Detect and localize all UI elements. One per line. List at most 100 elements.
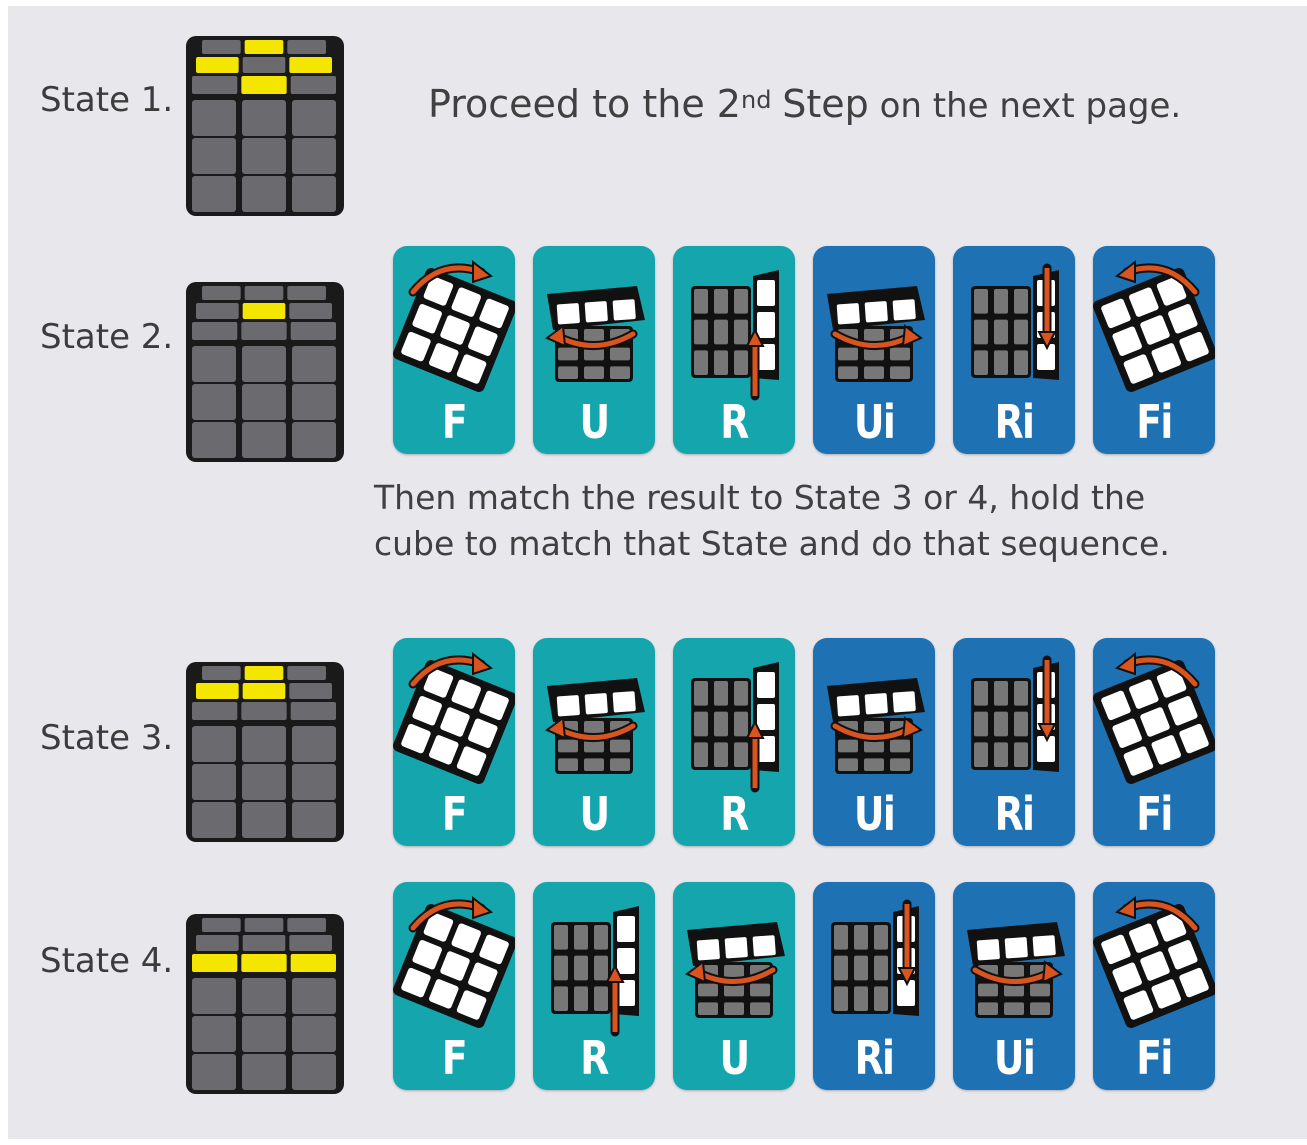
gray-sticker bbox=[202, 666, 241, 680]
yellow-sticker bbox=[291, 954, 336, 972]
front-turn-inverse-icon bbox=[1093, 262, 1215, 394]
move-label: Fi bbox=[1104, 784, 1204, 844]
gray-sticker bbox=[292, 1016, 336, 1052]
cube-diagram bbox=[178, 30, 350, 222]
cube-guide-panel: Proceed to the 2nd Step on the next page… bbox=[8, 6, 1307, 1139]
top-turn-right-icon bbox=[827, 678, 925, 774]
state-3-cube bbox=[178, 656, 350, 852]
front-turn-icon bbox=[393, 654, 515, 786]
right-turn-down-icon bbox=[971, 268, 1059, 380]
gray-sticker bbox=[242, 764, 286, 800]
gray-sticker bbox=[242, 802, 286, 838]
gray-sticker bbox=[192, 1016, 236, 1052]
header-ordinal: nd bbox=[741, 86, 771, 114]
gray-sticker bbox=[192, 802, 236, 838]
gray-sticker bbox=[202, 286, 241, 300]
move-label: Ui bbox=[824, 392, 924, 452]
right-turn-up-icon bbox=[551, 906, 639, 1032]
move-label: R bbox=[544, 1028, 644, 1088]
gray-sticker bbox=[245, 286, 284, 300]
gray-sticker bbox=[192, 76, 237, 94]
gray-sticker bbox=[292, 726, 336, 762]
gray-sticker bbox=[292, 764, 336, 800]
top-turn-left-icon bbox=[687, 922, 785, 1018]
header-instruction: Proceed to the 2nd Step on the next page… bbox=[428, 82, 1181, 128]
front-turn-icon bbox=[393, 898, 515, 1030]
move-label: F bbox=[404, 1028, 504, 1088]
gray-sticker bbox=[292, 802, 336, 838]
gray-sticker bbox=[242, 346, 286, 382]
gray-sticker bbox=[196, 303, 239, 319]
gray-sticker bbox=[192, 422, 236, 458]
top-turn-left-icon bbox=[547, 678, 645, 774]
move-tile-ui: Ui bbox=[953, 882, 1075, 1090]
move-tile-u: U bbox=[533, 246, 655, 454]
move-tile-u: U bbox=[673, 882, 795, 1090]
cube-diagram bbox=[178, 908, 350, 1100]
move-tile-f: F bbox=[393, 882, 515, 1090]
move-tile-ri: Ri bbox=[953, 246, 1075, 454]
gray-sticker bbox=[192, 100, 236, 136]
header-text-after: on the next page. bbox=[880, 86, 1182, 126]
right-turn-up-icon bbox=[691, 662, 779, 788]
gray-sticker bbox=[242, 978, 286, 1014]
state-1-label: State 1. bbox=[40, 80, 180, 120]
move-tile-r: R bbox=[533, 882, 655, 1090]
move-label: U bbox=[684, 1028, 784, 1088]
gray-sticker bbox=[242, 100, 286, 136]
top-turn-right-icon bbox=[827, 286, 925, 382]
state-2-cube bbox=[178, 276, 350, 472]
gray-sticker bbox=[241, 702, 286, 720]
gray-sticker bbox=[292, 1054, 336, 1090]
gray-sticker bbox=[292, 978, 336, 1014]
right-turn-up-icon bbox=[691, 270, 779, 396]
gray-sticker bbox=[242, 422, 286, 458]
move-tile-ri: Ri bbox=[953, 638, 1075, 846]
move-label: Ui bbox=[964, 1028, 1064, 1088]
gray-sticker bbox=[292, 138, 336, 174]
move-tile-fi: Fi bbox=[1093, 882, 1215, 1090]
gray-sticker bbox=[192, 702, 237, 720]
gray-sticker bbox=[192, 138, 236, 174]
yellow-sticker bbox=[196, 57, 239, 73]
gray-sticker bbox=[242, 1016, 286, 1052]
gray-sticker bbox=[289, 935, 332, 951]
gray-sticker bbox=[291, 322, 336, 340]
move-tile-r: R bbox=[673, 638, 795, 846]
gray-sticker bbox=[291, 76, 336, 94]
move-label: U bbox=[544, 392, 644, 452]
gray-sticker bbox=[242, 726, 286, 762]
gray-sticker bbox=[242, 176, 286, 212]
gray-sticker bbox=[287, 918, 326, 932]
front-turn-inverse-icon bbox=[1093, 654, 1215, 786]
right-turn-down-icon bbox=[831, 904, 919, 1016]
yellow-sticker bbox=[196, 683, 239, 699]
state-3-label: State 3. bbox=[40, 718, 180, 758]
gray-sticker bbox=[292, 100, 336, 136]
header-text-before: Proceed to the 2 bbox=[428, 82, 741, 126]
cube-diagram bbox=[178, 656, 350, 848]
move-label: Fi bbox=[1104, 392, 1204, 452]
move-label: R bbox=[684, 392, 784, 452]
state-4-label: State 4. bbox=[40, 941, 180, 981]
move-label: Ri bbox=[824, 1028, 924, 1088]
yellow-sticker bbox=[192, 954, 237, 972]
state-4-cube bbox=[178, 908, 350, 1104]
move-tile-fi: Fi bbox=[1093, 246, 1215, 454]
front-turn-icon bbox=[393, 262, 515, 394]
move-tile-ri: Ri bbox=[813, 882, 935, 1090]
move-label: Fi bbox=[1104, 1028, 1204, 1088]
gray-sticker bbox=[192, 726, 236, 762]
state-2-label: State 2. bbox=[40, 317, 180, 357]
yellow-sticker bbox=[241, 76, 286, 94]
gray-sticker bbox=[242, 384, 286, 420]
yellow-sticker bbox=[243, 303, 286, 319]
move-label: F bbox=[404, 784, 504, 844]
gray-sticker bbox=[192, 764, 236, 800]
gray-sticker bbox=[287, 666, 326, 680]
gray-sticker bbox=[292, 176, 336, 212]
move-label: Ri bbox=[964, 392, 1064, 452]
gray-sticker bbox=[192, 1054, 236, 1090]
move-tile-f: F bbox=[393, 638, 515, 846]
gray-sticker bbox=[192, 384, 236, 420]
